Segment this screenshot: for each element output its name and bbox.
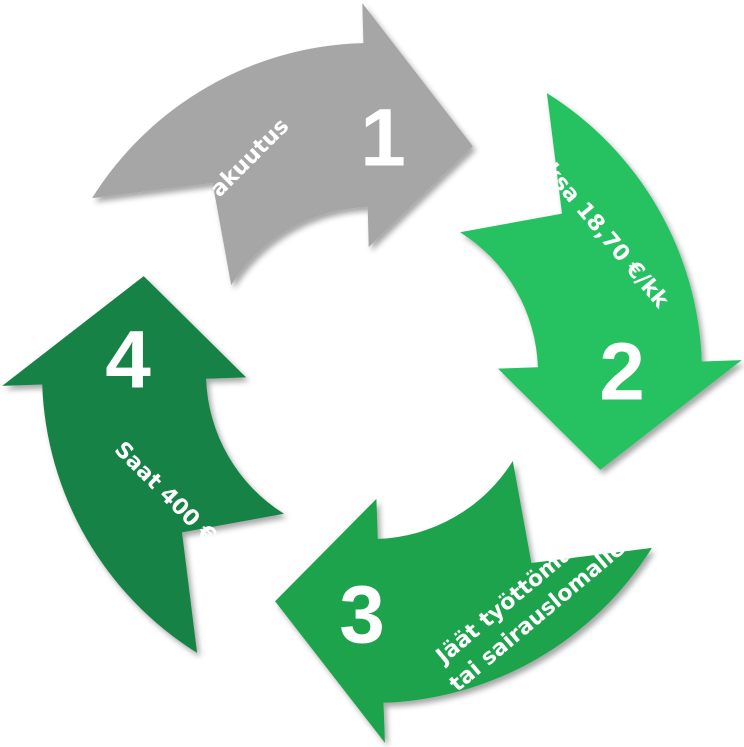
step-4-number: 4 — [105, 315, 151, 406]
step-1-number: 1 — [360, 93, 406, 184]
step-1-arrow — [92, 3, 473, 285]
step-3-arrow — [275, 461, 652, 743]
step-4-arrow — [2, 276, 284, 653]
step-2-arrow — [460, 93, 742, 470]
step-3-number: 3 — [339, 570, 385, 661]
step-2-number: 2 — [599, 327, 645, 418]
